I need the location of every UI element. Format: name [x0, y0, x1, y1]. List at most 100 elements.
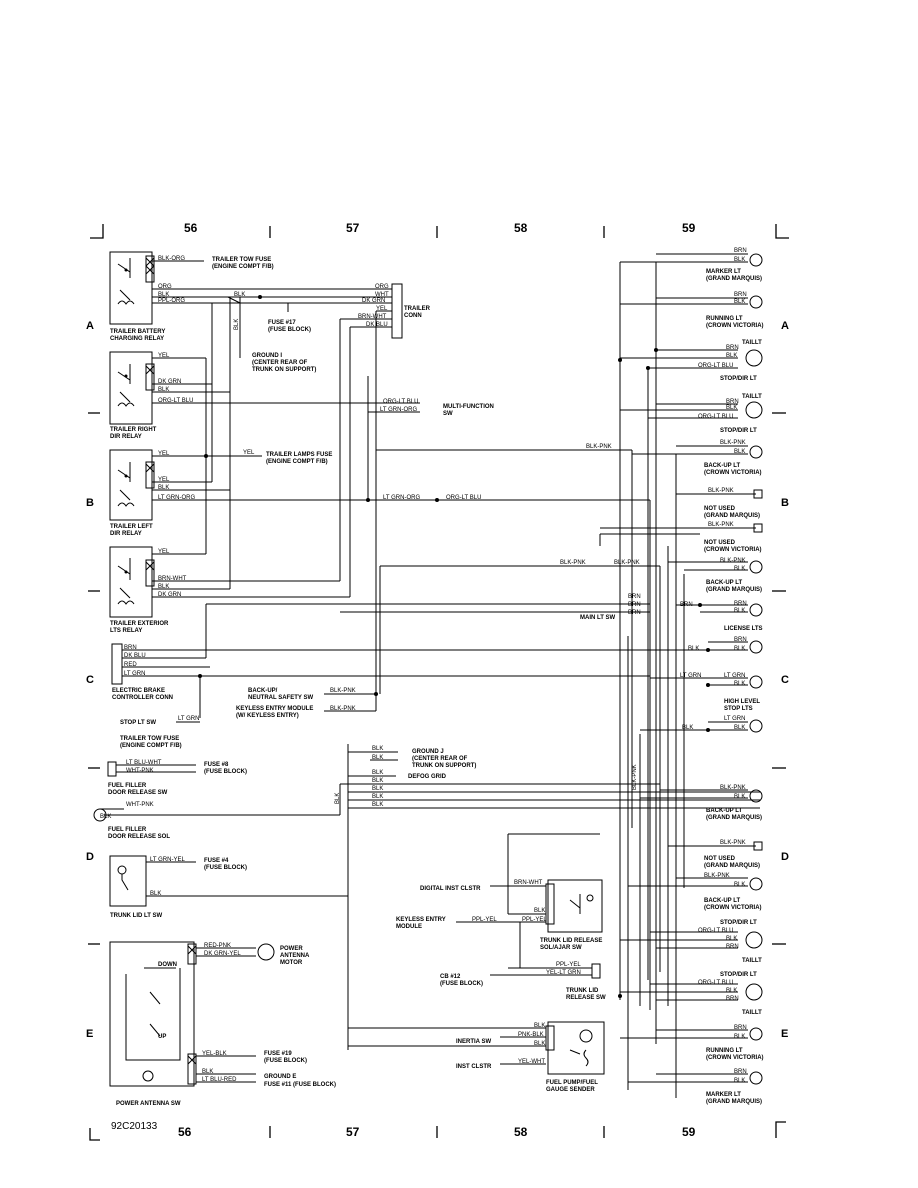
lamp-label: RUNNING LT(CROWN VICTORIA)	[706, 1048, 764, 1061]
svg-text:BLK-PNK: BLK-PNK	[704, 873, 730, 879]
svg-text:BLK: BLK	[726, 353, 737, 359]
svg-text:BRN: BRN	[734, 292, 747, 298]
svg-text:YEL: YEL	[376, 306, 388, 312]
grid-row-right: D	[781, 851, 789, 863]
svg-text:UP: UP	[158, 1034, 166, 1040]
svg-text:LT GRN: LT GRN	[178, 716, 199, 722]
svg-text:ORG: ORG	[375, 284, 389, 290]
svg-text:BLK: BLK	[734, 299, 745, 305]
svg-text:BLK-PNK: BLK-PNK	[330, 688, 356, 694]
svg-text:WHT-PNK: WHT-PNK	[126, 768, 154, 774]
grid-col-top: 58	[514, 221, 528, 235]
component-label: POWER ANTENNA SW	[116, 1101, 181, 1107]
svg-text:BLK: BLK	[734, 882, 745, 888]
svg-text:BRN: BRN	[628, 594, 641, 600]
svg-text:GROUND E: GROUND E	[264, 1074, 296, 1080]
svg-text:PPL-YEL: PPL-YEL	[472, 917, 497, 923]
svg-text:PPL-ORG: PPL-ORG	[158, 298, 185, 304]
svg-text:BLK: BLK	[726, 988, 737, 994]
grid-row-right: E	[781, 1028, 788, 1040]
lamp-label: STOP/DIR LT	[720, 972, 757, 978]
lamp-label: LICENSE LTS	[724, 626, 763, 632]
lamp-label: MARKER LT(GRAND MARQUIS)	[706, 269, 762, 282]
svg-text:BLK: BLK	[150, 891, 161, 897]
svg-text:YEL-BLK: YEL-BLK	[202, 1051, 227, 1057]
svg-text:BLK: BLK	[202, 1069, 213, 1075]
svg-text:BRN-WHT: BRN-WHT	[358, 314, 387, 320]
svg-text:BLK: BLK	[734, 1078, 745, 1084]
lamp-label: STOP/DIR LT	[720, 376, 757, 382]
svg-text:YEL: YEL	[243, 450, 255, 456]
svg-text:DIGITAL INST CLSTR: DIGITAL INST CLSTR	[420, 886, 481, 892]
svg-text:BLK: BLK	[158, 485, 169, 491]
svg-text:BLK: BLK	[372, 794, 383, 800]
svg-text:BLK-PNK: BLK-PNK	[720, 785, 746, 791]
svg-text:BLK-ORG: BLK-ORG	[158, 256, 185, 262]
svg-text:LT GRN: LT GRN	[724, 673, 745, 679]
svg-text:BLK-PNK: BLK-PNK	[708, 488, 734, 494]
svg-text:BLK-PNK: BLK-PNK	[720, 558, 746, 564]
grid-row-left: B	[86, 497, 94, 509]
svg-text:BLK: BLK	[734, 646, 745, 652]
svg-text:BLK: BLK	[734, 725, 745, 731]
exterior-relay-wiring: YEL BRN-WHT BLK DK GRN	[152, 297, 377, 598]
svg-text:BLK: BLK	[372, 786, 383, 792]
svg-text:BLK: BLK	[726, 405, 737, 411]
svg-text:BLK: BLK	[372, 778, 383, 784]
svg-text:INST CLSTR: INST CLSTR	[456, 1064, 492, 1070]
grid-row-right: C	[781, 674, 789, 686]
svg-text:BRN: BRN	[628, 610, 641, 616]
grid-row-right: B	[781, 497, 789, 509]
grid-col-bottom: 56	[178, 1125, 192, 1139]
svg-text:BLK: BLK	[682, 725, 693, 731]
svg-text:DEFOG GRID: DEFOG GRID	[408, 774, 447, 780]
svg-text:ORG-LT BLU: ORG-LT BLU	[158, 398, 193, 404]
lamp-label: BACK-UP LT(CROWN VICTORIA)	[704, 898, 762, 911]
lamp-label: BACK-UP LT(GRAND MARQUIS)	[706, 580, 762, 593]
svg-text:FUSE #11 (FUSE BLOCK): FUSE #11 (FUSE BLOCK)	[264, 1082, 336, 1088]
right-relay-wiring: YEL DK GRN BLK ORG-LT BLU ORG-LT BLU LT …	[152, 353, 494, 417]
svg-text:BRN: BRN	[734, 1069, 747, 1075]
svg-text:BLK: BLK	[734, 566, 745, 572]
svg-text:DK BLU: DK BLU	[124, 653, 146, 659]
fuel-pump-sender: BLK PNK-BLK INERTIA SW BLK YEL-WHT INST …	[348, 1021, 605, 1093]
svg-text:BRN: BRN	[734, 248, 747, 254]
svg-text:BLK: BLK	[534, 1023, 545, 1029]
svg-text:DK GRN: DK GRN	[158, 379, 181, 385]
trunk-lid-lt-sw: LT GRN-YEL FUSE #4(FUSE BLOCK) BLK TRUNK…	[109, 855, 348, 919]
svg-text:BLK-PNK: BLK-PNK	[720, 440, 746, 446]
svg-text:BLK-PNK: BLK-PNK	[708, 522, 734, 528]
grid-row-right: A	[781, 320, 789, 332]
lamp-label: NOT USED(GRAND MARQUIS)	[704, 856, 760, 869]
grid-col-top: 57	[346, 221, 360, 235]
svg-text:WHT: WHT	[375, 292, 389, 298]
lamp-label: TAILLT	[742, 1010, 762, 1016]
lamp-label: STOP/DIR LT	[720, 428, 757, 434]
frame	[88, 224, 789, 1141]
svg-text:BLK: BLK	[734, 681, 745, 687]
electric-brake-conn: BRN DK BLU RED LT GRN LT GRN ELECTRIC BR…	[111, 603, 650, 749]
svg-text:DOWN: DOWN	[158, 962, 177, 968]
svg-text:DK BLU: DK BLU	[366, 322, 388, 328]
svg-text:TRAILER LAMPS FUSE(ENGINE COMP: TRAILER LAMPS FUSE(ENGINE COMPT F/B)	[266, 452, 332, 465]
svg-text:BRN: BRN	[124, 645, 137, 651]
svg-text:BLK-PNK: BLK-PNK	[560, 560, 586, 566]
svg-text:BLK-PNK: BLK-PNK	[586, 444, 612, 450]
svg-text:FUSE #19(FUSE BLOCK): FUSE #19(FUSE BLOCK)	[264, 1051, 307, 1064]
svg-text:WHT-PNK: WHT-PNK	[126, 802, 154, 808]
lamp-label: RUNNING LT(CROWN VICTORIA)	[706, 316, 764, 329]
svg-text:LT BLU-RED: LT BLU-RED	[202, 1077, 237, 1083]
